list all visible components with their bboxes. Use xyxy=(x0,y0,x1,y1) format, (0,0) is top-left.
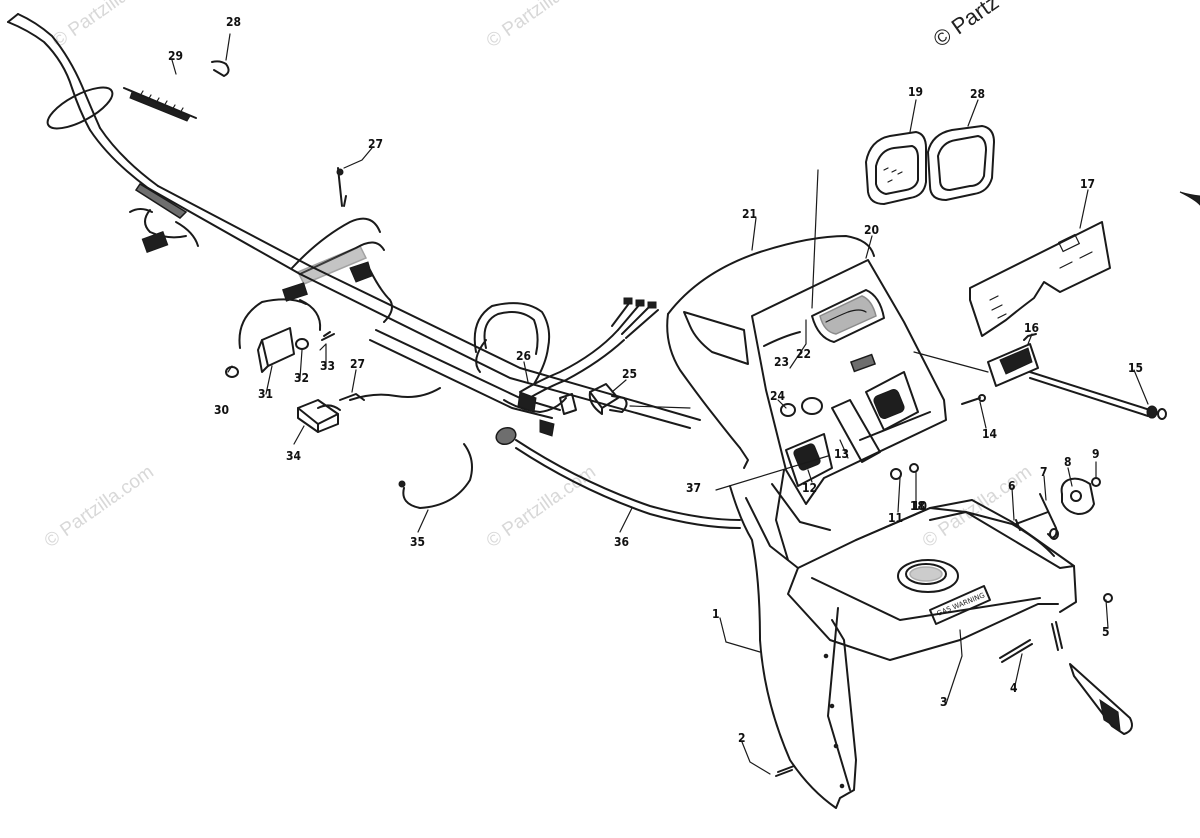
watermark: © Partzilla.com xyxy=(49,0,166,52)
part-number-27: 27 xyxy=(368,137,383,151)
part-number-8: 8 xyxy=(1064,455,1072,469)
corner-watermark: © Partz xyxy=(929,0,1004,52)
bolt-part xyxy=(319,331,335,351)
part-number-10: 10 xyxy=(912,499,927,513)
part-number-20: 20 xyxy=(864,223,879,237)
part-number-28: 28 xyxy=(970,87,985,101)
part-number-9: 9 xyxy=(1092,447,1100,461)
screw-part xyxy=(775,765,795,777)
part-number-5: 5 xyxy=(1102,625,1110,639)
part-number-36: 36 xyxy=(614,535,629,549)
throttle-cable-assembly xyxy=(7,13,311,275)
part-number-37: 37 xyxy=(686,481,701,495)
regulator-part xyxy=(238,282,322,373)
watermark: © Partzilla.com xyxy=(41,461,158,552)
part-number-18: 18 xyxy=(910,499,925,513)
part-number-32: 32 xyxy=(294,371,309,385)
screw-part xyxy=(961,397,981,405)
part-number-34: 34 xyxy=(286,449,302,463)
part-number-15: 15 xyxy=(1128,361,1143,375)
part-number-6: 6 xyxy=(1008,479,1016,493)
wire-terminal xyxy=(398,480,406,488)
part-number-16: 16 xyxy=(1024,321,1039,335)
clip-part xyxy=(211,33,231,77)
part-number-28: 28 xyxy=(226,15,241,29)
decal-plate-part xyxy=(969,221,1111,337)
part-number-14: 14 xyxy=(982,427,998,441)
part-number-27: 27 xyxy=(350,357,365,371)
hood-latch-part xyxy=(999,593,1133,735)
part-number-2: 2 xyxy=(738,731,746,745)
part-number-35: 35 xyxy=(410,535,425,549)
part-number-29: 29 xyxy=(168,49,183,63)
part-number-25: 25 xyxy=(622,367,637,381)
part-number-30: 30 xyxy=(214,403,229,417)
part-number-12: 12 xyxy=(802,481,817,495)
part-number-26: 26 xyxy=(516,349,531,363)
part-number-22: 22 xyxy=(796,347,811,361)
part-number-17: 17 xyxy=(1080,177,1095,191)
part-number-11: 11 xyxy=(888,511,903,525)
part-number-33: 33 xyxy=(320,359,335,373)
part-number-21: 21 xyxy=(742,207,757,221)
part-number-24: 24 xyxy=(770,389,786,403)
part-number-7: 7 xyxy=(1040,465,1048,479)
leader-lines xyxy=(171,59,1149,775)
part-number-1: 1 xyxy=(712,607,720,621)
watermark: © Partzilla.com xyxy=(483,0,600,52)
edge-mark xyxy=(1179,191,1200,206)
part-number-3: 3 xyxy=(940,695,948,709)
handle-bracket-part xyxy=(1015,477,1101,540)
part-number-4: 4 xyxy=(1010,681,1018,695)
part-number-13: 13 xyxy=(834,447,849,461)
watermark: © Partzilla.com xyxy=(483,461,600,552)
spring-part xyxy=(123,87,197,122)
switch-part xyxy=(588,383,691,415)
choke-switch-part xyxy=(913,333,1167,420)
speedometer-lens-part xyxy=(865,131,927,205)
part-number-labels: 1 2 3 4 5 6 7 8 9 10 11 12 13 14 15 16 1… xyxy=(168,15,1143,745)
wiring-harness xyxy=(291,167,701,429)
main-harness-part xyxy=(473,297,659,446)
lens-cover-part xyxy=(927,125,995,201)
ground-wire xyxy=(402,443,473,509)
console-assembly: GAS WARNING xyxy=(666,235,1077,809)
part-number-23: 23 xyxy=(774,355,789,369)
washer-part xyxy=(295,338,309,350)
speedometer-cable xyxy=(515,439,741,521)
part-number-31: 31 xyxy=(258,387,273,401)
terminal-block-part xyxy=(297,387,441,433)
watermarks: © Partzilla.com © Partzilla.com © Partzi… xyxy=(41,0,1036,552)
part-number-19: 19 xyxy=(908,85,923,99)
